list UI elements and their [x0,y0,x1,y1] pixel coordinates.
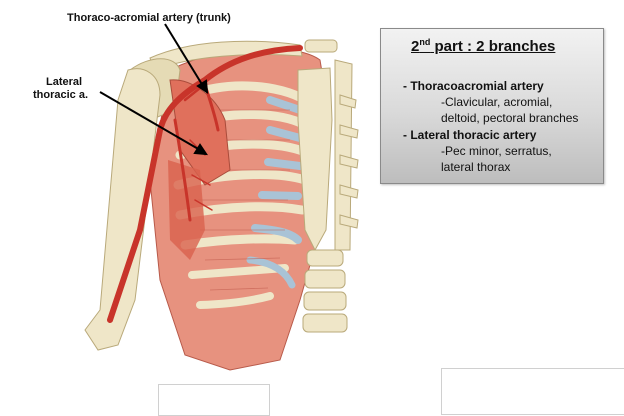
pectoralis-minor [169,79,231,186]
branch-heading-1: - Thoracoacromial artery [403,79,544,93]
intercostal-muscles [198,109,290,291]
info-box-title: 2nd part : 2 branches [411,37,555,55]
branch-heading-2: - Lateral thoracic artery [403,128,537,142]
rib-heads [339,94,359,229]
humerus [84,68,161,351]
title-prefix: 2 [411,38,420,55]
title-superscript: nd [419,37,431,47]
branch-detail-1b: deltoid, pectoral branches [441,111,579,125]
ribs [173,81,310,309]
anatomy-illustration [84,23,359,371]
branch-detail-1a: -Clavicular, acromial, [441,95,553,109]
lateral-thoracic-label-line2: thoracic a. [33,89,89,101]
clavicle [149,40,303,71]
bottom-placeholder-frame-left [158,384,270,416]
vertebral-column [302,39,353,333]
thoraco-acromial-label: Thoraco-acromial artery (trunk) [67,12,231,24]
sternum [297,67,333,252]
title-suffix: part : 2 branches [430,38,556,55]
lateral-thoracic-label-line1: Lateral [46,76,83,88]
serratus-muscle [168,160,205,260]
branch-detail-2a: -Pec minor, serratus, [441,144,552,158]
branch-detail-2b: lateral thorax [441,160,511,174]
info-box: 2nd part : 2 branches - Thoracoacromial … [380,28,604,184]
bottom-placeholder-frame-right [441,368,624,415]
pointer-arrows [99,23,209,156]
